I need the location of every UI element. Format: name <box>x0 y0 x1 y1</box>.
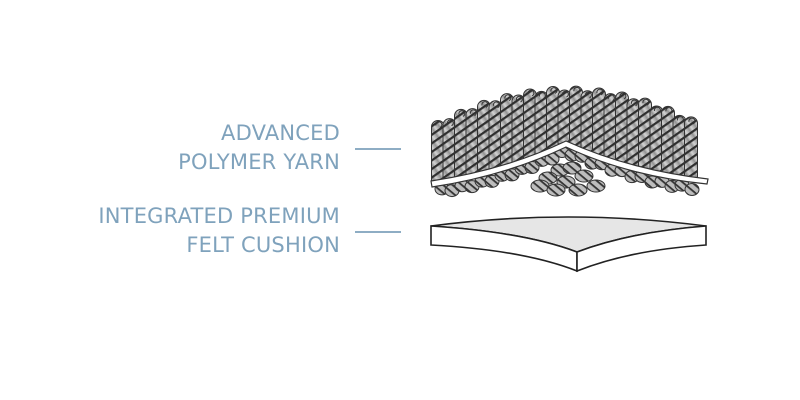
yarn-tuft <box>592 87 606 157</box>
yarn-tuft-tip <box>688 117 696 125</box>
yarn-tuft-bases <box>434 144 700 198</box>
leader-line-yarn <box>355 148 401 150</box>
yarn-base-curl <box>568 183 588 197</box>
yarn-tuft-tip <box>515 95 523 103</box>
yarn-tuft-tip <box>550 87 558 94</box>
yarn-tuft-tip <box>504 94 512 102</box>
yarn-tuft <box>661 105 675 177</box>
yarn-base-curl <box>530 179 550 193</box>
yarn-base-curl <box>546 183 566 197</box>
yarn-tuft-tip <box>630 99 638 107</box>
yarn-base-curl <box>562 161 582 175</box>
yarn-tuft-tip <box>596 88 604 96</box>
label-advanced-polymer-yarn: ADVANCED POLYMER YARN <box>178 119 340 177</box>
label-line: INTEGRATED PREMIUM <box>98 204 340 228</box>
yarn-tuft-tip <box>665 107 673 114</box>
yarn-tuft-tip <box>458 110 466 117</box>
yarn-tuft-tip <box>469 109 477 117</box>
label-line: POLYMER YARN <box>178 150 340 174</box>
yarn-tuft <box>615 91 629 165</box>
yarn-tuft <box>684 116 698 181</box>
label-integrated-premium-felt-cushion: INTEGRATED PREMIUM FELT CUSHION <box>98 202 340 260</box>
yarn-tufts <box>431 85 698 184</box>
yarn-base-curl <box>586 179 606 193</box>
yarn-tuft-tip <box>642 98 650 106</box>
yarn-tuft-tip <box>481 101 489 108</box>
yarn-tuft-tip <box>653 106 661 114</box>
yarn-tuft-tip <box>435 121 443 128</box>
yarn-tuft-tip <box>446 119 454 127</box>
yarn-tuft-tip <box>607 94 615 102</box>
primary-backing <box>430 140 709 188</box>
yarn-tuft <box>638 97 652 172</box>
felt-right-side <box>576 225 707 273</box>
yarn-tuft-tip <box>619 92 627 100</box>
yarn-tuft-tip <box>527 89 535 97</box>
yarn-base-curl <box>684 182 700 196</box>
yarn-tuft-tip <box>573 86 581 94</box>
label-line: ADVANCED <box>221 121 340 145</box>
leader-line-felt <box>355 231 401 233</box>
yarn-tuft-tip <box>676 116 684 123</box>
yarn-tuft-tip <box>584 91 592 99</box>
felt-cushion <box>430 216 707 273</box>
yarn-tuft-tip <box>561 90 569 98</box>
label-line: FELT CUSHION <box>186 233 340 257</box>
yarn-tuft-tip <box>492 101 500 109</box>
yarn-tuft-tip <box>538 92 546 99</box>
yarn-base-curl <box>574 169 594 183</box>
